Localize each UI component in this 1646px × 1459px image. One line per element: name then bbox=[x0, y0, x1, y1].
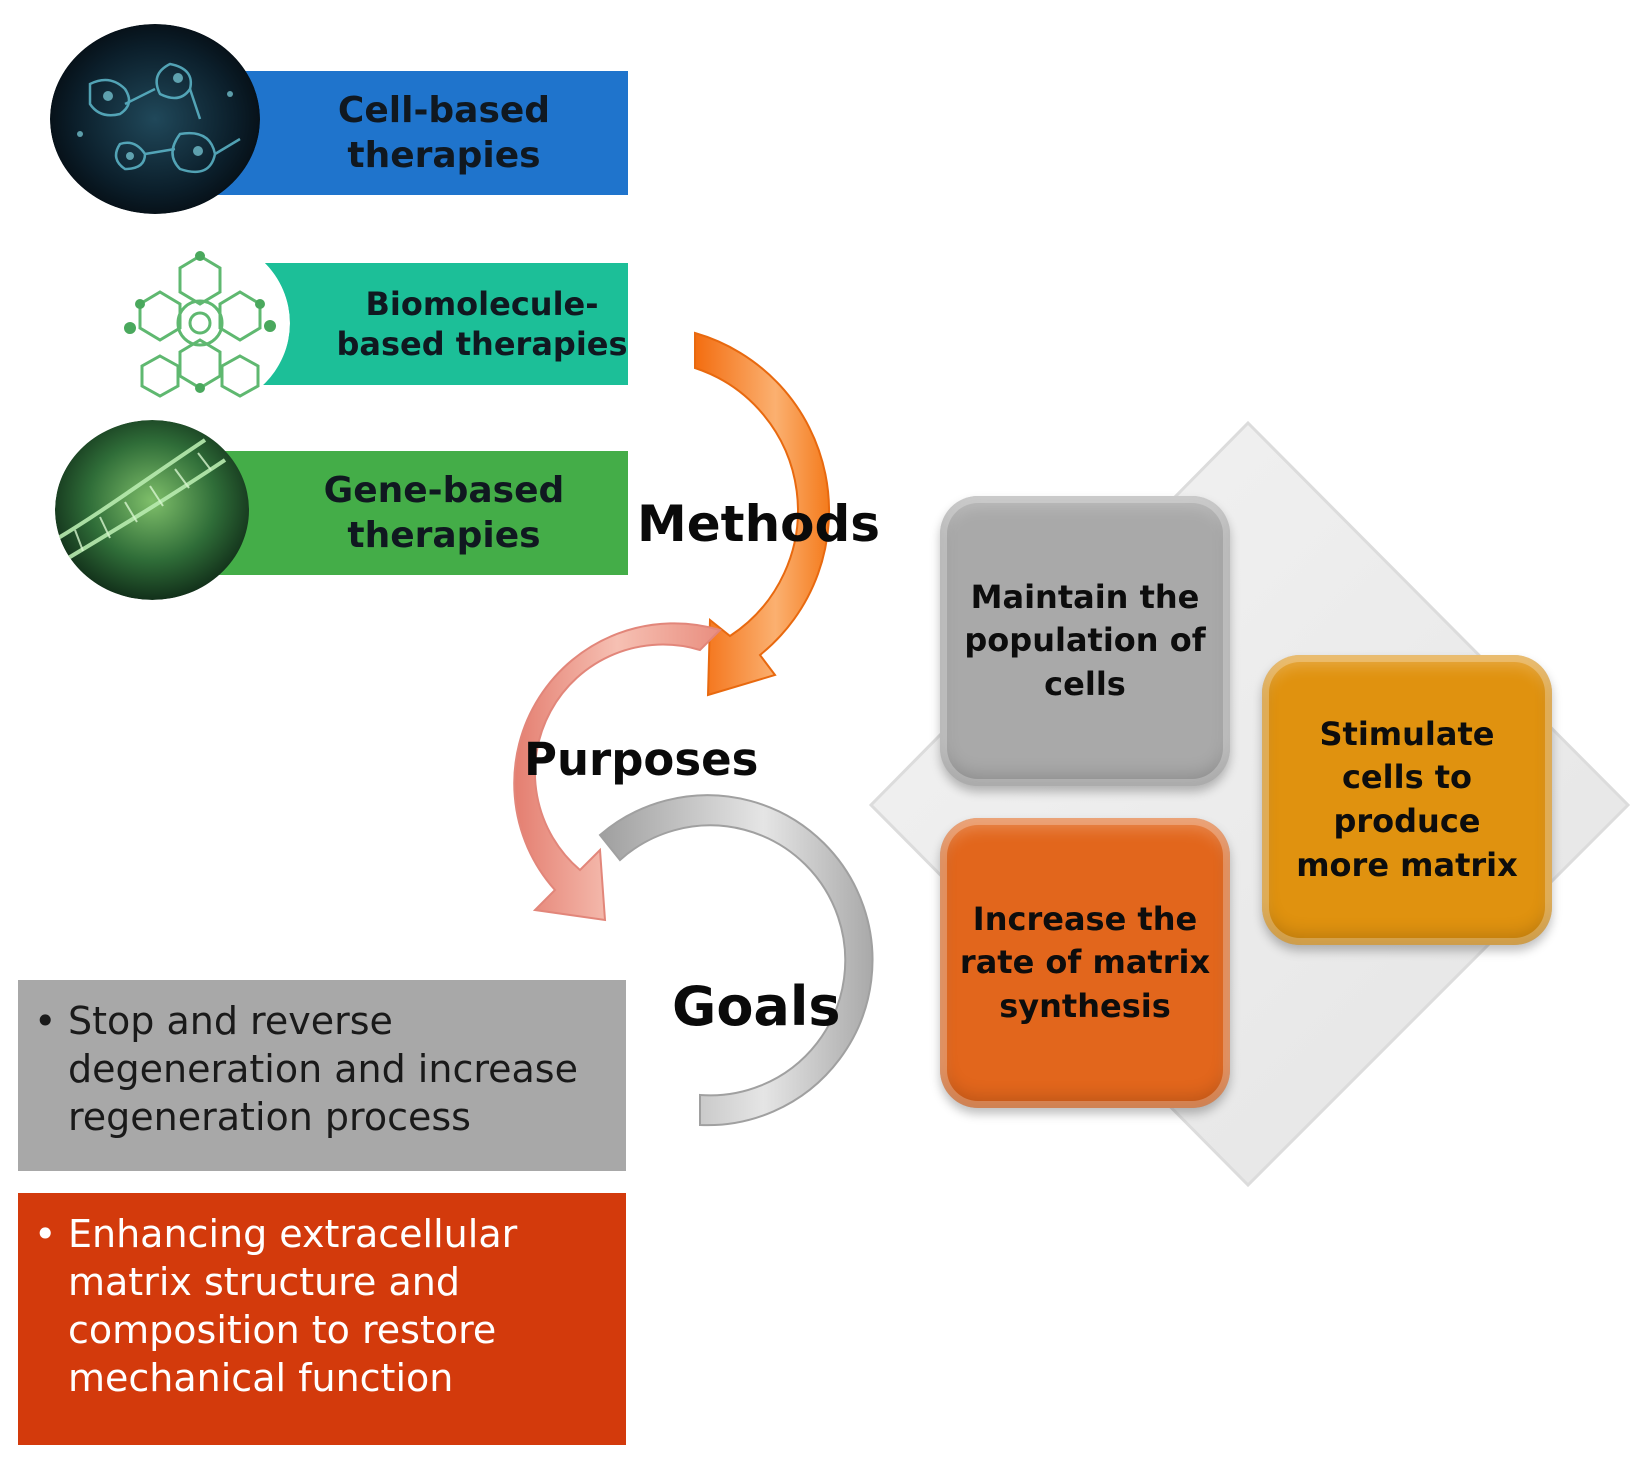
purpose-maintain-cells: Maintain the population of cells bbox=[940, 496, 1230, 786]
cell-microscopy-icon bbox=[50, 24, 260, 214]
cycle-arrows bbox=[513, 331, 874, 1127]
biomolecule-based-label: Biomolecule- based therapies bbox=[336, 285, 628, 363]
molecule-icon bbox=[110, 236, 290, 411]
purpose-increase-synthesis-label: Increase the rate of matrix synthesis bbox=[959, 899, 1211, 1025]
purposes-label: Purposes bbox=[524, 733, 759, 786]
goal-stop-degeneration-text: Stop and reverse degeneration and increa… bbox=[68, 999, 578, 1139]
goal-stop-degeneration: • Stop and reverse degeneration and incr… bbox=[18, 980, 626, 1171]
purpose-maintain-cells-label: Maintain the population of cells bbox=[964, 577, 1206, 703]
gene-based-label: Gene-based therapies bbox=[323, 470, 565, 556]
bullet-point: • bbox=[34, 999, 57, 1043]
purpose-stimulate-cells-label: Stimulate cells to produce more matrix bbox=[1296, 714, 1518, 884]
methods-label: Methods bbox=[637, 495, 881, 553]
gene-based-banner: Gene-based therapies bbox=[200, 451, 628, 575]
goals-arrow bbox=[598, 794, 874, 1127]
methods-arrow bbox=[694, 331, 831, 697]
bullet-point: • bbox=[34, 1212, 57, 1256]
goal-enhance-matrix: • Enhancing extracellular matrix structu… bbox=[18, 1193, 626, 1445]
dna-helix-icon bbox=[55, 420, 250, 600]
goals-label: Goals bbox=[672, 975, 841, 1038]
cell-based-banner: Cell-based therapies bbox=[200, 71, 628, 195]
purposes-arrow bbox=[513, 622, 722, 922]
cell-based-label: Cell-based therapies bbox=[337, 90, 551, 176]
biomolecule-based-banner: Biomolecule- based therapies bbox=[236, 263, 628, 385]
purpose-increase-synthesis: Increase the rate of matrix synthesis bbox=[940, 818, 1230, 1108]
goal-enhance-matrix-text: Enhancing extracellular matrix structure… bbox=[68, 1212, 518, 1400]
purpose-stimulate-cells: Stimulate cells to produce more matrix bbox=[1262, 655, 1552, 945]
